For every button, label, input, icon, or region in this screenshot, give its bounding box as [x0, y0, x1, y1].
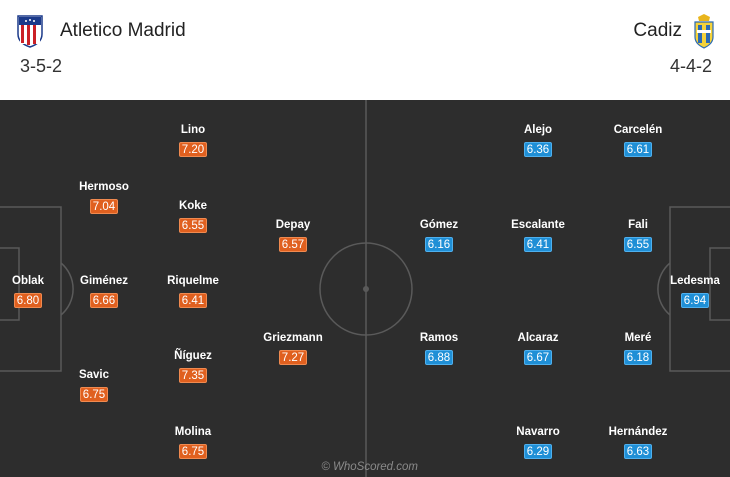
player-rating: 6.29 [523, 444, 553, 459]
player-name: Fali [628, 219, 648, 231]
player-name: Carcelén [613, 124, 663, 136]
player-name: Meré [624, 332, 652, 344]
player-rating: 7.35 [178, 368, 208, 383]
player-alcaraz[interactable]: Alcaraz 6.67 [498, 331, 578, 366]
player-rating: 6.57 [278, 237, 308, 252]
player-depay[interactable]: Depay 6.57 [253, 218, 333, 253]
player-rating: 6.36 [523, 142, 553, 157]
player-name: Koke [178, 200, 208, 212]
pitch-lines [0, 100, 730, 477]
player-rating: 6.55 [178, 218, 208, 233]
player-rating: 6.75 [79, 387, 109, 402]
match-header: Atletico Madrid 3-5-2 Cadiz 4-4-2 [0, 0, 730, 100]
player-name: Griezmann [263, 332, 323, 344]
player-griezmann[interactable]: Griezmann 7.27 [253, 331, 333, 366]
pitch: Lino 7.20 Hermoso 7.04 Koke 6.55 Depay 6… [0, 100, 730, 477]
player-rating: 6.41 [523, 237, 553, 252]
player-name: Ledesma [670, 275, 720, 287]
player-rating: 7.04 [89, 199, 119, 214]
player-name: Navarro [516, 426, 560, 438]
player-name: Molina [174, 426, 212, 438]
player-name: Hernández [608, 426, 668, 438]
player-rating: 7.20 [178, 142, 208, 157]
player-name: Depay [275, 219, 311, 231]
atletico-crest-icon [17, 15, 43, 48]
player-name: Savic [78, 369, 110, 381]
player-rating: 6.63 [623, 444, 653, 459]
player-escalante[interactable]: Escalante 6.41 [498, 218, 578, 253]
away-formation: 4-4-2 [669, 56, 712, 76]
player-gomez[interactable]: Gómez 6.16 [399, 218, 479, 253]
player-ledesma[interactable]: Ledesma 6.94 [655, 274, 730, 309]
player-name: Oblak [12, 275, 44, 287]
player-name: Ñíguez [174, 350, 212, 362]
player-name: Alcaraz [517, 332, 559, 344]
player-niguez[interactable]: Ñíguez 7.35 [153, 349, 233, 384]
player-rating: 6.18 [623, 350, 653, 365]
player-name: Gómez [419, 219, 459, 231]
player-riquelme[interactable]: Riquelme 6.41 [153, 274, 233, 309]
player-ramos[interactable]: Ramos 6.88 [399, 331, 479, 366]
player-name: Lino [180, 124, 206, 136]
player-rating: 6.80 [13, 293, 43, 308]
player-rating: 6.16 [424, 237, 454, 252]
player-name: Escalante [511, 219, 565, 231]
player-rating: 6.94 [680, 293, 710, 308]
player-name: Alejo [523, 124, 553, 136]
player-oblak[interactable]: Oblak 6.80 [0, 274, 68, 309]
player-rating: 6.41 [178, 293, 208, 308]
player-molina[interactable]: Molina 6.75 [153, 425, 233, 460]
player-rating: 6.66 [89, 293, 119, 308]
player-name: Giménez [80, 275, 128, 287]
player-rating: 6.75 [178, 444, 208, 459]
player-rating: 6.61 [623, 142, 653, 157]
player-gimenez[interactable]: Giménez 6.66 [64, 274, 144, 309]
player-hermoso[interactable]: Hermoso 7.04 [64, 180, 144, 215]
player-name: Riquelme [167, 275, 219, 287]
player-name: Ramos [419, 332, 459, 344]
player-carcelen[interactable]: Carcelén 6.61 [598, 123, 678, 158]
away-team-name[interactable]: Cadiz [633, 20, 682, 41]
player-navarro[interactable]: Navarro 6.29 [498, 425, 578, 460]
whoscored-watermark: © WhoScored.com [321, 461, 418, 473]
player-hernandez[interactable]: Hernández 6.63 [598, 425, 678, 460]
home-team-name[interactable]: Atletico Madrid [60, 20, 186, 41]
player-rating: 7.27 [278, 350, 308, 365]
player-koke[interactable]: Koke 6.55 [153, 199, 233, 234]
player-name: Hermoso [79, 181, 129, 193]
player-rating: 6.88 [424, 350, 454, 365]
player-fali[interactable]: Fali 6.55 [598, 218, 678, 253]
player-lino[interactable]: Lino 7.20 [153, 123, 233, 158]
home-formation: 3-5-2 [20, 56, 63, 76]
player-rating: 6.55 [623, 237, 653, 252]
player-mere[interactable]: Meré 6.18 [598, 331, 678, 366]
player-savic[interactable]: Savic 6.75 [54, 368, 134, 403]
cadiz-crest-icon [694, 14, 714, 49]
player-alejo[interactable]: Alejo 6.36 [498, 123, 578, 158]
player-rating: 6.67 [523, 350, 553, 365]
